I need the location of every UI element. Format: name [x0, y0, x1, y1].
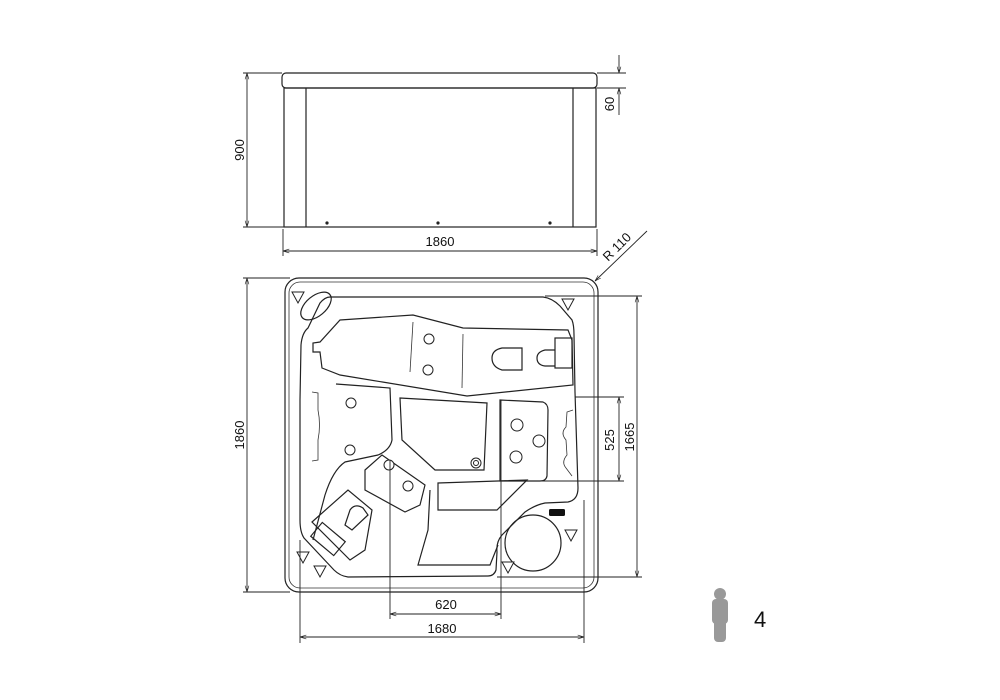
- jet-icon: [402, 480, 414, 492]
- jet-icon: [510, 418, 524, 432]
- jet-icon: [422, 364, 434, 376]
- dimension-depth: 1860: [232, 277, 290, 593]
- jet-icon: [383, 459, 395, 471]
- tub-interior-outline: [299, 296, 579, 578]
- side-step-right: [562, 409, 574, 477]
- corner-radius-label: R 110: [600, 230, 634, 264]
- lower-left-seat: [311, 489, 373, 561]
- corner-seat: [364, 454, 426, 513]
- jet-icon: [423, 333, 435, 345]
- dimension-width: 1860: [282, 229, 598, 256]
- lounger-seat: [312, 314, 574, 397]
- person-icon: [712, 588, 728, 642]
- control-panel: [549, 509, 565, 516]
- inner-length-label: 1665: [622, 423, 637, 452]
- pillow-slot: [344, 505, 369, 531]
- foot-dot: [548, 221, 552, 225]
- pillow-slot-top-right: [536, 349, 555, 367]
- cupholder-icon: [296, 551, 310, 565]
- seat-width-label: 620: [435, 597, 457, 612]
- inner-width-label: 1680: [428, 621, 457, 636]
- center-seat: [399, 397, 488, 471]
- outer-shell: [284, 277, 599, 593]
- dimension-side-height: 900: [232, 72, 284, 228]
- foot-dot: [436, 221, 440, 225]
- jets: [344, 333, 546, 492]
- pillow-slot-top: [491, 347, 523, 371]
- dimension-inner-width: 1680: [299, 500, 585, 643]
- jet-icon: [532, 434, 546, 448]
- dimension-rim-height: 60: [597, 55, 626, 115]
- side-step-left: [311, 391, 320, 462]
- dimension-corner-radius: R 110: [595, 230, 648, 281]
- left-seat: [312, 383, 393, 541]
- dimension-seat-depth: 525: [495, 396, 624, 482]
- capacity-indicator: 4: [712, 588, 766, 642]
- footwell: [437, 479, 529, 511]
- dimension-seat-width: 620: [389, 400, 502, 619]
- capacity-count: 4: [754, 607, 766, 632]
- cupholder-icon: [501, 561, 515, 575]
- side-height-label: 900: [232, 139, 247, 161]
- corner-cupholders: [291, 291, 578, 579]
- side-rim: [281, 72, 598, 89]
- dimension-inner-length: 1665: [497, 295, 642, 578]
- cupholder-icon: [313, 565, 327, 579]
- jet-icon: [509, 450, 523, 464]
- cupholder-icon: [564, 529, 578, 543]
- whirl-seat: [504, 514, 562, 572]
- pillow-top-left: [300, 291, 332, 321]
- rim-height-label: 60: [602, 97, 617, 111]
- width-label: 1860: [426, 234, 455, 249]
- foot-dot: [325, 221, 329, 225]
- headrest-bottom: [309, 521, 347, 557]
- depth-label: 1860: [232, 421, 247, 450]
- cupholder-icon: [291, 291, 305, 305]
- rim-edge: [288, 281, 595, 589]
- top-view: [284, 277, 599, 593]
- headrest-top-right: [554, 337, 573, 369]
- side-view: [281, 72, 598, 228]
- lower-bench: [417, 489, 499, 566]
- jet-icon: [345, 397, 357, 409]
- side-body: [283, 87, 597, 228]
- jet-icon: [344, 444, 356, 456]
- seat-depth-label: 525: [602, 429, 617, 451]
- cupholder-icon: [561, 298, 575, 312]
